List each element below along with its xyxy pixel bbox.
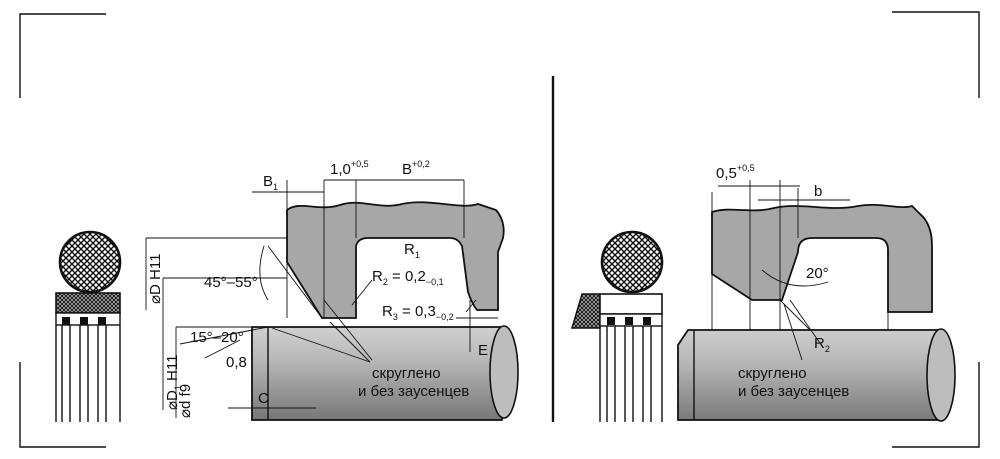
label-dia-d1: ⌀D xyxy=(164,390,181,410)
label-r3-val: = 0,3 xyxy=(398,303,436,320)
note-line2-right: и без заусенцев xyxy=(738,383,849,400)
label-angle1: 45°–55° xyxy=(204,274,258,291)
right-housing xyxy=(711,203,933,313)
svg-text:R3 = 0,3−0,2: R3 = 0,3−0,2 xyxy=(382,303,454,322)
label-right-angle: 20° xyxy=(806,265,829,282)
svg-text:0,5+0,5: 0,5+0,5 xyxy=(716,163,755,182)
label-r3-tol: −0,2 xyxy=(436,312,454,322)
right-labels: 0,5+0,5 b 20° R2 скруглено и без заусенц… xyxy=(716,163,849,400)
right-dimensions xyxy=(711,180,889,361)
left-labels: B1 1,0+0,5 B+0,2 R1 R2 = 0,2−0,1 R3 = 0,… xyxy=(147,159,488,418)
svg-text:R2 = 0,2−0,1: R2 = 0,2−0,1 xyxy=(372,268,444,287)
label-c: C xyxy=(258,390,269,407)
corner-marks xyxy=(19,11,980,448)
svg-text:B1: B1 xyxy=(263,173,278,192)
note-line2-left: и без заусенцев xyxy=(358,383,469,400)
label-angle2: 15°–20° xyxy=(190,329,244,346)
left-shaft xyxy=(251,325,519,421)
label-r2-sub: 2 xyxy=(383,277,388,287)
label-r2-tol: −0,1 xyxy=(426,277,444,287)
label-b-tol: +0,2 xyxy=(412,159,430,169)
label-b: B xyxy=(402,161,412,178)
label-dia-d-big: ⌀D H11 xyxy=(147,254,164,304)
label-right-r2: R xyxy=(814,335,825,352)
left-dimensions xyxy=(145,179,498,418)
right-oring-section xyxy=(571,230,664,422)
left-oring-section xyxy=(55,230,122,422)
note-line1-left: скруглено xyxy=(372,365,441,382)
label-b1-sub: 1 xyxy=(273,182,278,192)
label-r3: R xyxy=(382,303,393,320)
label-dia-d1-sub: 1 xyxy=(173,385,183,390)
svg-text:1,0+0,5: 1,0+0,5 xyxy=(330,159,369,178)
note-line1-right: скруглено xyxy=(738,365,807,382)
label-gap-tol: +0,5 xyxy=(351,159,369,169)
label-dia-d1-rest: H11 xyxy=(164,355,181,386)
label-e: E xyxy=(478,342,488,359)
label-right-gap-tol: +0,5 xyxy=(737,163,755,173)
label-right-b: b xyxy=(814,183,822,200)
label-r1: R xyxy=(404,241,415,258)
label-gap: 1,0 xyxy=(330,161,351,178)
svg-text:R2: R2 xyxy=(814,335,830,354)
label-dia-small-d: ⌀d f9 xyxy=(177,384,194,418)
label-right-r2-sub: 2 xyxy=(825,344,830,354)
svg-text:B+0,2: B+0,2 xyxy=(402,159,430,178)
svg-text:R1: R1 xyxy=(404,241,420,260)
label-r1-sub: 1 xyxy=(415,250,420,260)
right-shaft xyxy=(677,328,956,422)
label-b1: B xyxy=(263,173,273,190)
svg-text:⌀D1 H11: ⌀D1 H11 xyxy=(164,355,183,410)
label-r3-sub: 3 xyxy=(393,312,398,322)
label-r2: R xyxy=(372,268,383,285)
label-right-gap: 0,5 xyxy=(716,165,737,182)
label-chamfer: 0,8 xyxy=(226,354,247,371)
left-housing xyxy=(286,201,505,319)
label-r2-val: = 0,2 xyxy=(388,268,426,285)
